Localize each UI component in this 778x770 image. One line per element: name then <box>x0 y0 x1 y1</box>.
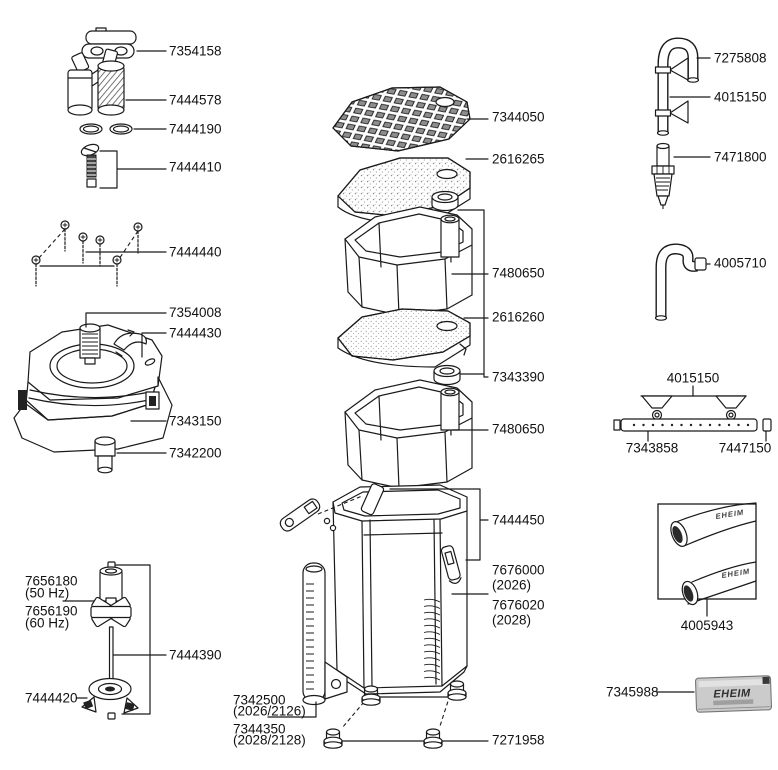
part-number-strainer: 7471800 <box>714 150 767 165</box>
part-number-filter-basket-upper: 7480650 <box>492 266 545 281</box>
part-number-filter-basket-lower: 7480650 <box>492 422 545 437</box>
part-number-bearing-bottom: 7444420 <box>25 691 78 706</box>
part-number-canister-2026: 7676000 <box>492 563 545 578</box>
spray-bar-group-drawing <box>613 385 772 442</box>
intake-tube-drawing <box>267 562 348 718</box>
sachet-brand-text: EHEIM <box>713 687 751 700</box>
hose-brand-text-1: EHEIM <box>715 508 745 521</box>
sealing-ring-bracket <box>457 209 489 378</box>
part-number-screw-set: 7444440 <box>169 245 222 260</box>
part-number-coarse-pad: 2616265 <box>492 152 545 167</box>
part-number-plug: 7354008 <box>169 305 222 320</box>
canister-drawing <box>279 483 489 695</box>
strainer-drawing <box>651 142 711 212</box>
o-rings-drawing <box>79 123 167 135</box>
impeller-drawing <box>62 561 167 720</box>
part-number-pump-head-cover: 7444430 <box>169 326 222 341</box>
part-number-hose: 4005943 <box>681 618 734 633</box>
part-number-impeller-50hz: 7656180 <box>25 574 78 589</box>
spray-bar-holes <box>632 423 750 427</box>
part-variant-impeller-50hz: (50 Hz) <box>25 586 69 601</box>
part-number-sachet: 7345988 <box>606 685 659 700</box>
part-number-intake-tube-2026: 7342500 <box>233 693 286 708</box>
sealing-ring-lower <box>433 364 461 386</box>
part-number-pump-head: 7343150 <box>169 414 222 429</box>
part-number-lattice-grid: 7344050 <box>492 110 545 125</box>
hose-box-drawing: EHEIM EHEIM <box>657 502 757 617</box>
part-number-shaft: 7444390 <box>169 648 222 663</box>
part-number-fine-pad: 2616260 <box>492 310 545 325</box>
part-number-suction-cups-bar: 4015150 <box>667 371 720 386</box>
part-number-spray-bar: 7343858 <box>626 441 679 456</box>
part-number-canister-2028: 7676020 <box>492 598 545 613</box>
part-number-suction-cups-pipe: 4015150 <box>714 90 767 105</box>
screw-drawing <box>80 143 167 189</box>
intake-pipe-drawing <box>654 37 711 136</box>
part-number-o-rings: 7444190 <box>169 122 222 137</box>
hose-brand-text-2: EHEIM <box>721 567 751 580</box>
sachet-drawing: EHEIM <box>694 675 773 713</box>
part-variant-intake-tube-2026: (2026/2126) <box>233 704 306 719</box>
part-number-tap-connector: 7444578 <box>169 93 222 108</box>
pump-head-drawing <box>13 312 173 474</box>
clamp-drawing <box>81 27 167 59</box>
part-variant-canister-2028: (2028) <box>492 613 531 628</box>
part-number-impeller-60hz: 7656190 <box>25 604 78 619</box>
feet-drawing <box>323 680 489 749</box>
sealing-ring-upper <box>431 190 459 212</box>
filter-basket-lower-drawing <box>344 379 489 489</box>
part-number-outlet-elbow: 4005710 <box>714 256 767 271</box>
screw-set-drawing <box>31 220 167 287</box>
fine-pad-drawing <box>337 308 489 368</box>
part-number-screw: 7444410 <box>169 160 222 175</box>
part-number-feet: 7271958 <box>492 733 545 748</box>
part-number-clamp: 7354158 <box>169 44 222 59</box>
part-number-clips: 7444450 <box>492 513 545 528</box>
part-number-sealing-ring: 7343390 <box>492 370 545 385</box>
lattice-grid-drawing <box>332 86 489 152</box>
part-variant-intake-tube-2028: (2028/2128) <box>233 733 306 748</box>
part-variant-canister-2026: (2026) <box>492 578 531 593</box>
filter-basket-upper-drawing <box>344 206 489 316</box>
part-number-intake-pipe: 7275808 <box>714 51 767 66</box>
part-variant-impeller-60hz: (60 Hz) <box>25 616 69 631</box>
part-number-end-cap: 7447150 <box>719 441 772 456</box>
tap-connector-drawing <box>67 48 167 116</box>
part-number-intake-tube-2028: 7344350 <box>233 722 286 737</box>
part-number-bushing: 7342200 <box>169 446 222 461</box>
outlet-elbow-drawing <box>654 243 711 321</box>
